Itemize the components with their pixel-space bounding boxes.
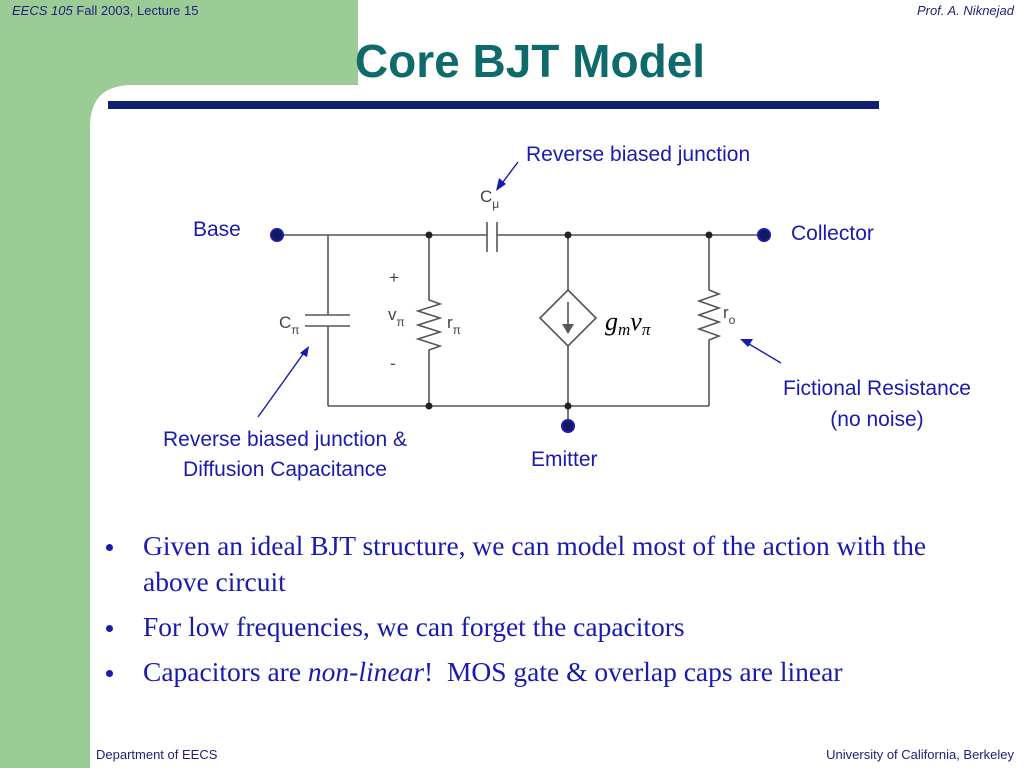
- base-label: Base: [193, 218, 241, 241]
- bullet-text: For low frequencies, we can forget the c…: [143, 611, 685, 642]
- arrowhead: [496, 178, 506, 191]
- bullet-item: Capacitors are non-linear! MOS gate & ov…: [104, 654, 934, 690]
- bullet-list: Given an ideal BJT structure, we can mod…: [104, 528, 934, 699]
- rbj-line-1: Reverse biased junction &: [163, 428, 407, 451]
- bullet-dot: [106, 544, 113, 551]
- arrowhead: [740, 339, 753, 347]
- junction-dot: [705, 231, 713, 239]
- minus-sign: -: [390, 354, 396, 373]
- footer-university: University of California, Berkeley: [826, 747, 1014, 762]
- bullet-text-post: ! MOS gate & overlap caps are linear: [424, 656, 843, 687]
- r-pi-resistor: [415, 235, 443, 406]
- junction-dot: [425, 402, 433, 410]
- bullet-text: Given an ideal BJT structure, we can mod…: [143, 530, 927, 597]
- arrow-r-o: [743, 340, 782, 364]
- emitter-label: Emitter: [531, 448, 598, 471]
- footer-department: Department of EECS: [96, 747, 218, 762]
- slide-title: Core BJT Model: [354, 35, 706, 87]
- r-o-label: ro: [723, 303, 736, 327]
- arrowhead: [300, 346, 309, 357]
- author-header: Prof. A. Niknejad: [916, 3, 1014, 18]
- plus-sign: +: [389, 268, 399, 287]
- r-pi-label: rπ: [447, 313, 461, 337]
- junction-dot: [564, 231, 572, 239]
- junction-dot: [564, 402, 572, 410]
- bullet-item: Given an ideal BJT structure, we can mod…: [104, 528, 934, 600]
- emitter-terminal: [561, 419, 575, 433]
- gm-v-pi-label: gmvπ: [605, 307, 651, 339]
- bullet-item: For low frequencies, we can forget the c…: [104, 609, 934, 645]
- rbj-line-2: Diffusion Capacitance: [183, 458, 387, 481]
- bullet-text-pre: Capacitors are: [143, 656, 308, 687]
- collector-terminal: [757, 228, 771, 242]
- arrow-c-pi: [257, 349, 307, 418]
- title-underline: [108, 101, 879, 109]
- c-pi-label: Cπ: [279, 313, 300, 337]
- fictional-line-2: (no noise): [830, 408, 924, 431]
- v-pi-label: vπ: [388, 305, 405, 329]
- collector-label: Collector: [791, 222, 874, 245]
- current-arrow-head: [562, 324, 574, 334]
- r-o-resistor: [696, 235, 722, 406]
- reverse-junction-label: Reverse biased junction: [526, 143, 751, 166]
- fictional-line-1: Fictional Resistance: [783, 377, 971, 400]
- junction-dot: [425, 231, 433, 239]
- bullet-text-emphasis: non-linear: [307, 656, 425, 687]
- fictional-resistance-label: Fictional Resistance (no noise): [760, 373, 994, 435]
- diffusion-capacitance-label: Reverse biased junction & Diffusion Capa…: [130, 425, 440, 485]
- lecture-info: Fall 2003, Lecture 15: [72, 3, 199, 18]
- course-code: EECS 105: [12, 3, 73, 18]
- course-header: EECS 105 Fall 2003, Lecture 15: [12, 3, 198, 18]
- base-terminal: [270, 228, 284, 242]
- bullet-dot: [106, 625, 113, 632]
- bullet-dot: [106, 670, 113, 677]
- c-mu-label: Cμ: [480, 187, 499, 211]
